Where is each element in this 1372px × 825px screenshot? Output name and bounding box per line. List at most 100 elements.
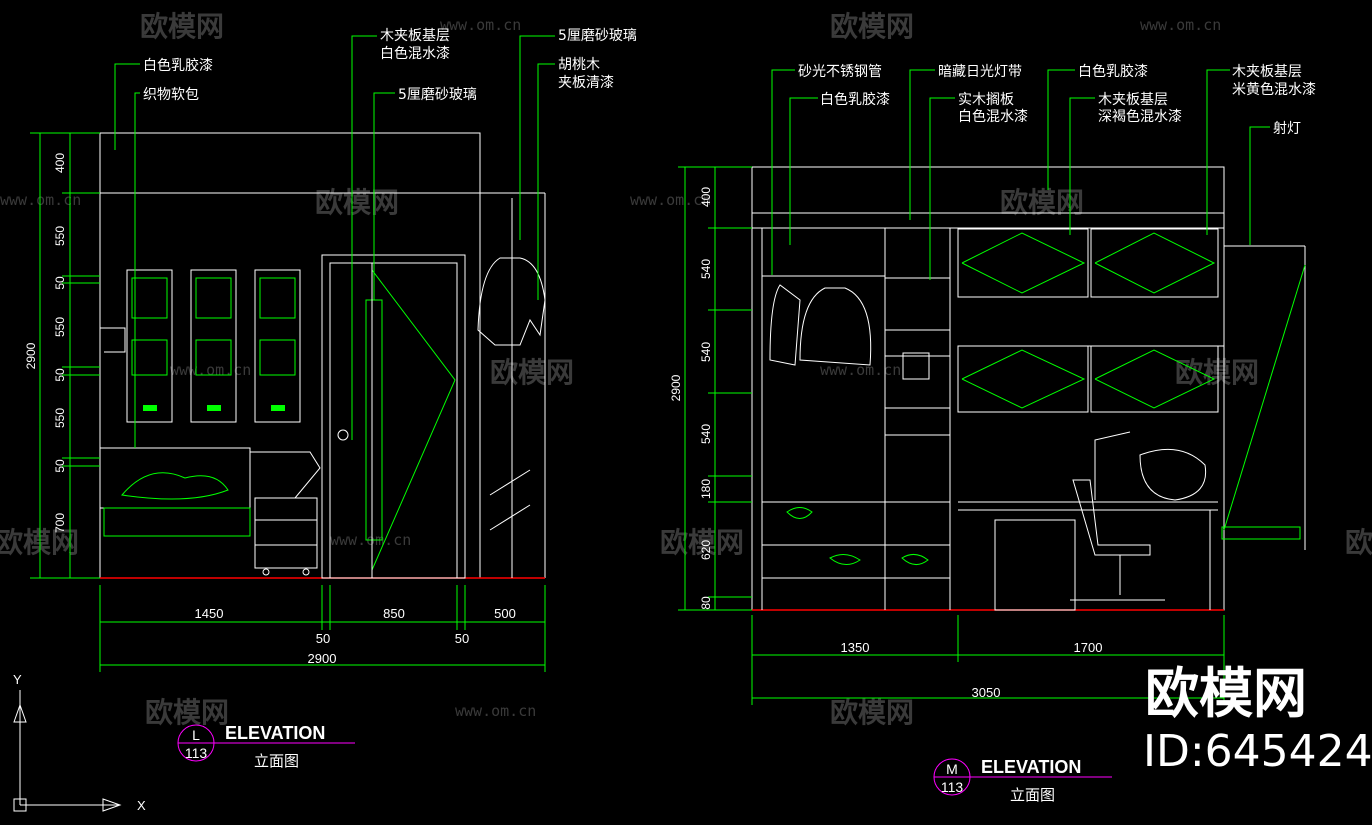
shelf [884,277,951,331]
left-title-block: L 113 ELEVATION 立面图 [177,723,355,770]
leader-line [789,97,818,245]
watermark-brand: 欧模网 [830,696,914,729]
elevation-title: ELEVATION [225,723,325,743]
label-hidden-light: 暗藏日光灯带 [938,64,1022,80]
wardrobe [761,228,951,610]
leader-line [351,35,377,440]
panel-motif [195,339,232,376]
label-steel-tube: 砂光不锈钢管 [798,64,882,80]
label-latex-paint: 白色乳胶漆 [1078,63,1148,80]
bubble-number: 113 [185,745,208,761]
side-partition [1221,245,1306,550]
frosted-glass-strip [365,299,383,541]
dim-text: 50 [316,631,330,646]
right-vertical-dims: 400 540 540 540 180 620 80 2900 [669,166,752,611]
fabric-panel [190,269,237,423]
cabinet-door-pattern [961,232,1086,294]
shoe-shelf [761,501,951,546]
bed [99,447,251,537]
dim-text: 180 [699,479,713,499]
shelf [884,434,951,503]
dim-text: 1700 [1074,640,1103,655]
office-chair [1072,479,1151,556]
watermark-brand: 欧模网 [1175,356,1259,389]
nightstand [250,451,321,576]
left-elevation: 400 550 50 550 50 550 50 700 2900 1450 8… [24,27,637,770]
dim-text: 80 [699,596,713,610]
panel-handle [207,405,221,411]
label-beige-paint: 米黄色混水漆 [1232,81,1316,98]
label-frosted-glass: 5厘磨砂玻璃 [558,27,637,44]
door [321,254,466,579]
leader-line [114,63,140,150]
watermark-brand: 欧模网 [145,696,229,729]
watermark-url: www.om.cn [440,16,521,34]
door-inner-frame [329,262,458,579]
door-swing-line [371,269,456,571]
shoe-shelf [761,544,951,579]
dim-text: 700 [53,513,67,533]
left-horizontal-dims: 1450 850 500 50 50 2900 [99,585,546,672]
wall-sconce [100,327,126,353]
nightstand-body [254,497,318,569]
panel-motif [131,339,168,376]
dim-text: 550 [53,317,67,337]
fabric-panel [126,269,173,423]
leader-line [771,69,795,275]
caster [262,568,270,576]
shoe-rack [489,469,531,496]
right-annotations: 砂光不锈钢管 白色乳胶漆 暗藏日光灯带 实木搁板 白色混水漆 白色乳胶漆 木夹板… [771,63,1316,280]
desk-lamp [1094,431,1131,500]
fabric-panel [254,269,301,423]
bubble-letter: M [946,761,958,777]
pillow [121,472,229,500]
label-clear-varnish: 夹板清漆 [558,75,614,91]
label-fabric-panel: 织物软包 [143,87,199,103]
leader-line [519,35,555,240]
storage-box [902,352,930,380]
label-walnut: 胡桃木 [558,57,600,73]
panel-motif [195,277,232,319]
dim-total-text: 3050 [972,685,1001,700]
axis-y-label: Y [13,672,22,687]
dim-text: 400 [699,187,713,207]
shoes [829,554,861,565]
cabinet-door-pattern [1094,349,1216,409]
leader-line [537,63,555,300]
left-annotations: 白色乳胶漆 织物软包 木夹板基层 白色混水漆 5厘磨砂玻璃 5厘磨砂玻璃 胡桃木… [114,27,637,448]
panel-handle [271,405,285,411]
dim-text: 50 [53,276,67,290]
desk [958,431,1218,611]
dim-text: 50 [455,631,469,646]
cabinet [957,228,1089,298]
watermark-url: www.om.cn [1140,16,1221,34]
dim-text: 1450 [195,606,224,621]
label-dark-brown-paint: 深褐色混水漆 [1098,108,1182,125]
partition-diagonal [1223,264,1306,531]
label-spotlight: 射灯 [1273,121,1301,137]
elevation-subtitle: 立面图 [254,752,299,770]
leader-line [134,92,140,448]
watermark-brand: 欧模网 [1000,186,1084,219]
dim-text: 550 [53,408,67,428]
left-wall-outline [99,132,481,579]
door-frame [321,254,466,579]
label-latex-paint: 白色乳胶漆 [143,57,213,74]
label-plywood-base: 木夹板基层 [380,27,450,44]
dim-text: 540 [699,424,713,444]
cabinet-door-pattern [961,349,1086,409]
left-vertical-dims: 400 550 50 550 50 550 50 700 2900 [24,132,100,579]
watermark-brand: 欧模网 [490,356,574,389]
caster [302,568,310,576]
label-latex-paint: 白色乳胶漆 [820,91,890,108]
label-white-paint: 白色混水漆 [958,108,1028,125]
elevation-subtitle: 立面图 [1010,786,1055,804]
leader-line [1206,69,1230,235]
label-solid-wood-shelf: 实木搁板 [958,92,1014,108]
watermark-url: www.om.cn [630,191,711,209]
label-plywood-base: 木夹板基层 [1232,63,1302,80]
dim-text: 1350 [841,640,870,655]
right-elevation: 400 540 540 540 180 620 80 2900 1350 170… [669,63,1316,804]
label-white-paint: 白色混水漆 [380,45,450,62]
